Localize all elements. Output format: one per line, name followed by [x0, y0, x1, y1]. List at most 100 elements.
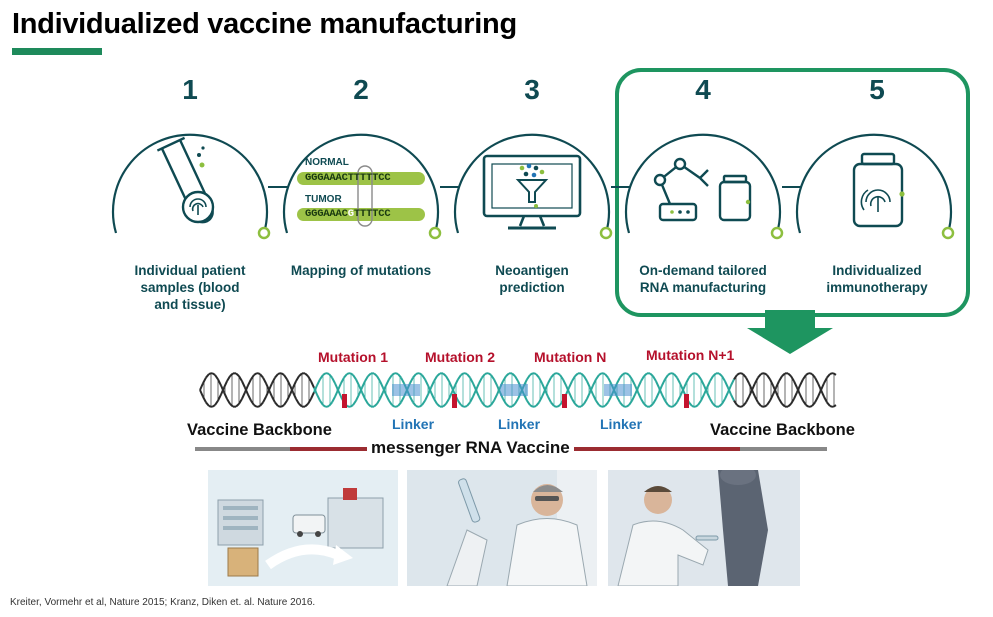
step-label-1-line: and tissue): [154, 297, 226, 312]
helix-strand-segment: [367, 372, 372, 377]
helix-strand-segment: [430, 380, 435, 389]
helix-strand-segment: [553, 405, 558, 408]
helix-strand-segment: [829, 405, 834, 408]
down-arrow-icon: [747, 310, 833, 354]
helix-strand-segment: [661, 378, 666, 386]
monitor-funnel-icon: [482, 154, 582, 230]
helix-strand-segment: [244, 385, 249, 393]
helix-strand-segment: [409, 377, 414, 384]
linker-label-2: Linker: [498, 416, 541, 432]
helix-strand-segment: [604, 373, 609, 379]
helix-strand-segment: [445, 398, 450, 405]
helix-strand-segment: [772, 385, 777, 393]
helix-strand-segment: [745, 396, 750, 403]
helix-strand-segment: [424, 378, 429, 386]
helix-strand-segment: [598, 372, 603, 376]
helix-strand-segment: [745, 377, 750, 384]
helix-strand-segment: [394, 372, 399, 375]
helix-strand-segment: [346, 372, 351, 375]
helix-strand-segment: [295, 375, 300, 382]
helix-strand-segment: [295, 398, 300, 405]
helix-strand-segment: [793, 380, 798, 389]
page-title: Individualized vaccine manufacturing: [12, 8, 517, 40]
helix-strand-segment: [814, 377, 819, 384]
helix-strand-segment: [322, 404, 327, 408]
helix-strand-segment: [616, 377, 621, 384]
step-5-arc: [795, 133, 955, 240]
linker-label-3: Linker: [600, 416, 643, 432]
helix-strand-segment: [400, 396, 405, 403]
helix-strand-segment: [640, 398, 645, 405]
helix-strand-segment: [235, 403, 240, 408]
helix-strand-segment: [364, 375, 369, 382]
step-number-5: 5: [869, 74, 885, 105]
helix-strand-segment: [526, 400, 531, 406]
helix-strand-segment: [787, 403, 792, 408]
helix-strand-segment: [514, 375, 519, 382]
helix-strand-segment: [829, 372, 834, 375]
helix-strand-segment: [652, 398, 657, 405]
helix-strand-segment: [637, 380, 642, 389]
helix-strand-segment: [694, 372, 699, 376]
helix-strand-segment: [247, 394, 252, 402]
step-label-3-line: Neoantigen: [495, 263, 569, 278]
helix-strand-segment: [631, 378, 636, 386]
helix-strand-segment: [667, 372, 672, 376]
helix-strand-segment: [547, 396, 552, 403]
helix-strand-segment: [787, 372, 792, 377]
helix-strand-segment: [619, 401, 624, 407]
helix-strand-segment: [478, 396, 483, 403]
helix-strand-segment: [487, 372, 492, 376]
helix-strand-segment: [373, 403, 378, 408]
step-label-5-line: immunotherapy: [826, 280, 928, 295]
helix-strand-segment: [322, 372, 327, 376]
helix-strand-segment: [457, 400, 462, 406]
helix-strand-segment: [568, 380, 573, 389]
helix-strand-segment: [556, 372, 561, 376]
helix-strand-segment: [256, 372, 261, 375]
mutation-marker: [684, 394, 689, 408]
helix-strand-segment: [667, 404, 672, 408]
helix-strand-segment: [718, 403, 723, 408]
helix-strand-segment: [463, 372, 468, 375]
helix-strand-segment: [253, 372, 258, 376]
linker-segment: [604, 384, 632, 396]
helix-strand-segment: [352, 374, 357, 380]
helix-strand-segment: [673, 373, 678, 379]
helix-strand-segment: [616, 396, 621, 403]
step-number-2: 2: [353, 74, 369, 105]
helix-strand-segment: [199, 382, 204, 391]
helix-strand-segment: [757, 373, 762, 379]
helix-strand-segment: [652, 375, 657, 382]
helix-strand-segment: [739, 372, 744, 375]
helix-strand-segment: [562, 378, 567, 386]
lab-scientist-illustration: [407, 470, 597, 586]
helix-strand-segment: [253, 404, 258, 408]
helix-strand-segment: [385, 378, 390, 386]
helix-strand-segment: [778, 398, 783, 405]
helix-strand-segment: [541, 382, 546, 391]
helix-strand-segment: [655, 380, 660, 389]
helix-strand-segment: [394, 405, 399, 408]
step-number-3: 3: [524, 74, 540, 105]
helix-strand-segment: [493, 394, 498, 402]
helix-strand-segment: [445, 375, 450, 382]
helix-strand-segment: [256, 405, 261, 408]
helix-strand-segment: [676, 377, 681, 384]
helix-strand-segment: [430, 391, 435, 400]
test-tube-fingerprint-icon: [156, 136, 215, 224]
tumor-seq-suffix: TTTTCC: [353, 208, 391, 220]
helix-strand-segment: [310, 380, 315, 389]
helix-strand-segment: [589, 387, 594, 395]
helix-strand-segment: [304, 372, 309, 377]
helix-strand-segment: [424, 394, 429, 402]
helix-strand-segment: [598, 404, 603, 408]
helix-strand-segment: [514, 398, 519, 405]
step-number-4: 4: [695, 74, 711, 105]
helix-strand-segment: [274, 401, 279, 407]
helix-strand-segment: [727, 387, 732, 395]
helix-strand-segment: [331, 377, 336, 384]
step-label-1-line: samples (blood: [140, 280, 240, 295]
robot-arm-vial-icon: [653, 157, 752, 222]
